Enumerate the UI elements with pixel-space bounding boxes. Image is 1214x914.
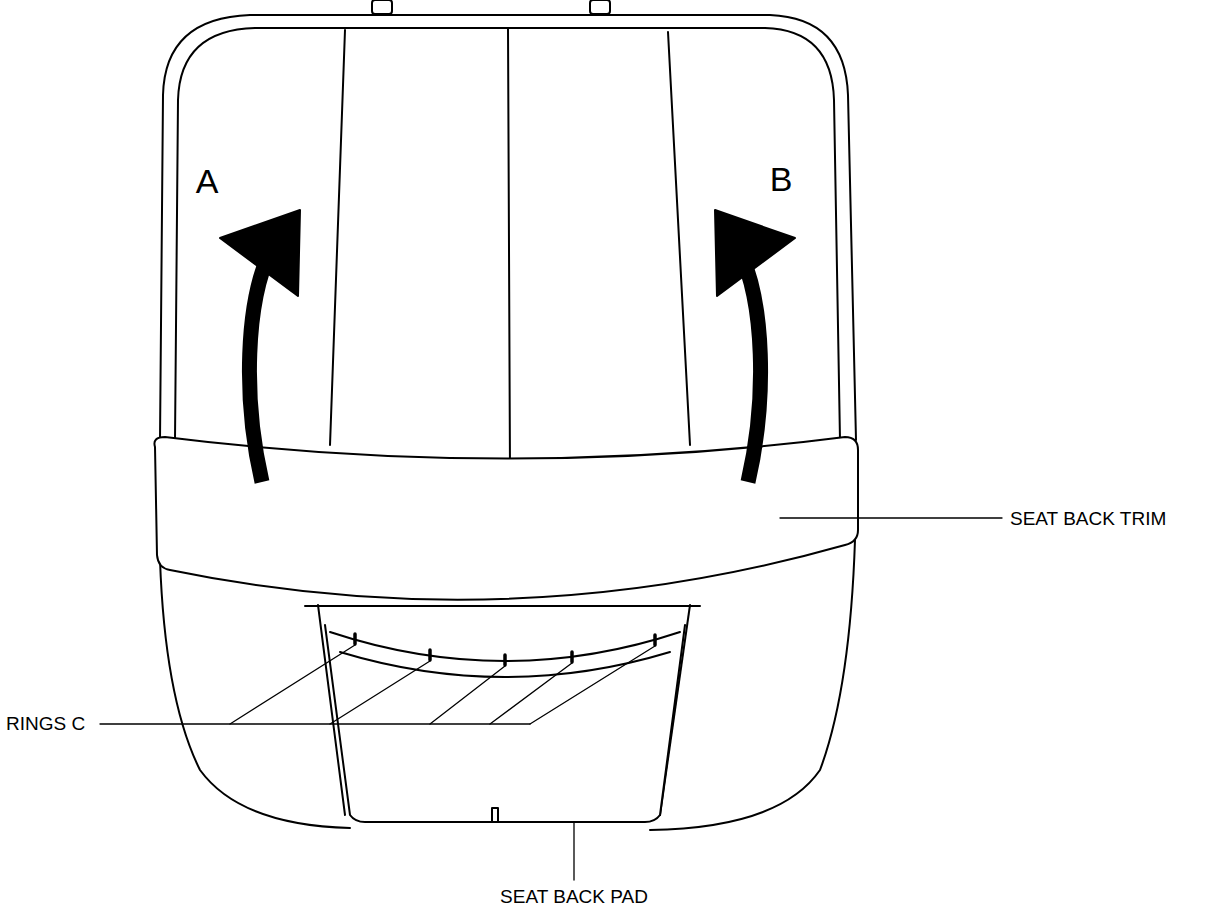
pad-slot — [492, 808, 498, 822]
leader-line — [430, 666, 505, 724]
ring-mark — [503, 655, 507, 665]
view-letter: B — [768, 161, 795, 198]
part-name: SEAT BACK TRIM — [1008, 509, 1168, 530]
side-bolster — [305, 605, 700, 607]
leader-line — [573, 823, 574, 880]
leader-line — [230, 645, 355, 724]
leader-line — [490, 663, 572, 724]
seam-line — [330, 30, 345, 445]
roll-arrow — [738, 248, 761, 482]
leader-line — [100, 723, 530, 724]
ring-mark — [353, 634, 357, 644]
ring-mark — [653, 635, 657, 645]
pad-edge — [340, 652, 670, 677]
side-bolster — [160, 560, 350, 828]
ring-mark — [570, 652, 574, 662]
headrest-stub — [372, 0, 392, 14]
leader-line — [330, 661, 430, 724]
part-name: SEAT BACK PAD — [498, 887, 650, 908]
leader-line — [530, 646, 655, 724]
side-bolster — [650, 540, 855, 830]
headrest-stub — [590, 0, 610, 14]
view-letter: A — [194, 163, 221, 200]
seam-line — [668, 32, 690, 445]
roll-arrow — [715, 210, 795, 296]
roll-arrow — [220, 210, 300, 296]
seam-line — [508, 28, 510, 470]
part-name: RINGS C — [4, 714, 87, 735]
leader-line — [780, 517, 1002, 518]
roll-arrow — [249, 248, 272, 482]
ring-mark — [428, 650, 432, 660]
